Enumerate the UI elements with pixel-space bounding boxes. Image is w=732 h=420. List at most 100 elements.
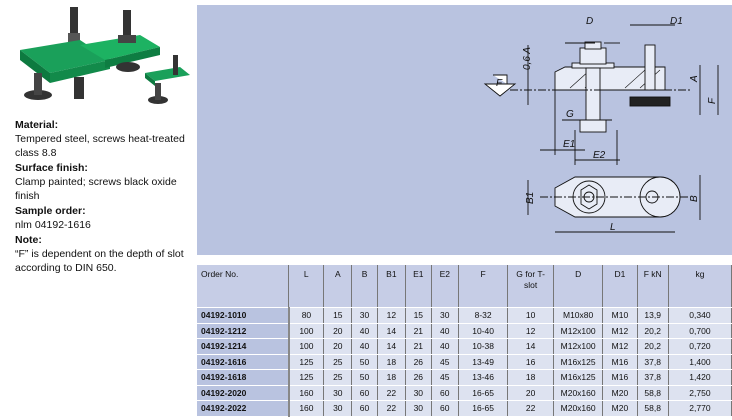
order-number-cell: 04192-2020 [197,385,290,401]
table-cell: M16x125 [553,354,604,370]
table-cell: 15 [323,307,353,324]
table-cell: 25 [323,354,353,370]
label-d: D [586,16,593,27]
table-cell: 30 [405,400,432,417]
table-cell: M20 [602,400,638,417]
table-cell: 2,770 [668,400,732,417]
table-cell: 0,720 [668,338,732,355]
table-cell: 20 [323,338,353,355]
table-cell: 40 [431,323,459,339]
table-cell: 58,8 [637,385,669,401]
table-cell: 10-40 [458,323,509,339]
table-cell: 16 [507,354,554,370]
column-header: E1 [405,265,432,308]
table-cell: 18 [507,369,554,386]
sample-order-heading: Sample order: [15,205,86,217]
table-cell: 45 [431,354,459,370]
table-cell: M20x160 [553,385,604,401]
surface-finish-text: Clamp painted; screws black oxide finish [15,176,177,202]
note-text: “F” is dependent on the depth of slot ac… [15,248,184,274]
table-cell: 1,420 [668,369,732,386]
column-header: B [351,265,378,308]
label-f: F [707,97,718,104]
column-header: D1 [602,265,638,308]
table-cell: 14 [507,338,554,355]
table-cell: 14 [377,338,407,355]
table-cell: 2,750 [668,385,732,401]
material-text: Tempered steel, screws heat-treated clas… [15,133,185,159]
table-cell: 18 [377,354,407,370]
table-cell: 22 [507,400,554,417]
column-header: D [553,265,604,308]
column-header: Order No. [197,265,290,308]
sample-order-text: nlm 04192-1616 [15,219,91,231]
table-cell: M12x100 [553,323,604,339]
order-number-cell: 04192-1010 [197,307,290,324]
column-header: E2 [431,265,459,308]
table-cell: 60 [351,385,378,401]
column-header: F [458,265,509,308]
table-cell: 18 [377,369,407,386]
table-cell: 13-46 [458,369,509,386]
table-cell: 14 [377,323,407,339]
note-heading: Note: [15,234,42,246]
table-cell: 30 [323,385,353,401]
table-cell: M12 [602,323,638,339]
order-number-cell: 04192-1616 [197,354,290,370]
technical-drawing: D D1 0,6 A F A F G E1 E2 B1 B L [197,5,732,255]
table-cell: 0,340 [668,307,732,324]
label-l: L [610,222,616,233]
table-cell: 100 [288,323,325,339]
column-header: A [323,265,353,308]
table-cell: 30 [323,400,353,417]
table-cell: 20 [507,385,554,401]
label-d1: D1 [670,16,683,27]
table-cell: 26 [405,354,432,370]
table-cell: 22 [377,385,407,401]
table-cell: 125 [288,369,325,386]
label-g: G [566,109,574,120]
label-0-6a: 0,6 A [522,47,533,70]
table-cell: 21 [405,323,432,339]
table-cell: 80 [288,307,325,324]
table-cell: M16x125 [553,369,604,386]
label-b1: B1 [525,192,536,204]
table-cell: 30 [351,307,378,324]
table-cell: 125 [288,354,325,370]
column-header: L [288,265,325,308]
label-e2: E2 [593,150,606,161]
column-header: G for T-slot [507,265,554,308]
table-cell: 100 [288,338,325,355]
table-cell: 26 [405,369,432,386]
table-cell: 10 [507,307,554,324]
table-cell: 50 [351,354,378,370]
table-cell: M10x80 [553,307,604,324]
table-cell: 60 [431,400,459,417]
table-cell: 160 [288,385,325,401]
table-cell: 1,400 [668,354,732,370]
table-cell: 40 [351,323,378,339]
table-cell: 45 [431,369,459,386]
label-f-arrow: F [496,78,503,89]
table-cell: 160 [288,400,325,417]
table-cell: 40 [431,338,459,355]
table-cell: 13,9 [637,307,669,324]
table-cell: 30 [431,307,459,324]
surface-finish-heading: Surface finish: [15,162,88,174]
table-cell: M10 [602,307,638,324]
column-header: kg [668,265,732,308]
table-cell: 30 [405,385,432,401]
table-cell: 58,8 [637,400,669,417]
table-cell: 37,8 [637,369,669,386]
table-cell: 15 [405,307,432,324]
table-cell: M20x160 [553,400,604,417]
column-header: F kN [637,265,669,308]
table-cell: 40 [351,338,378,355]
table-cell: 50 [351,369,378,386]
